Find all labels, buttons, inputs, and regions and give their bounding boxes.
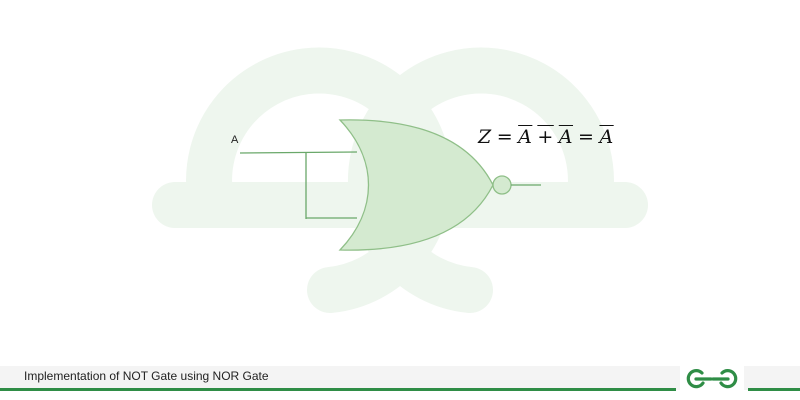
equation-negated-sum: A+A (518, 126, 573, 148)
caption-text: Implementation of NOT Gate using NOR Gat… (24, 369, 269, 383)
equation-term-a1: A (518, 126, 533, 148)
input-wire-a (239, 151, 358, 154)
caption-bar (0, 366, 800, 390)
output-equation: Z=A+A=A (478, 126, 614, 148)
gfg-logo-icon (686, 369, 738, 389)
logo-container (680, 362, 744, 394)
equation-lhs: Z (478, 126, 492, 148)
nor-inversion-bubble (492, 175, 512, 195)
equation-plus: + (537, 126, 554, 148)
equation-result: A (599, 126, 614, 148)
nor-gate-body (338, 119, 494, 251)
caption-rule-right (748, 388, 800, 391)
equation-term-a2: A (558, 126, 574, 148)
equation-equals: = (496, 126, 514, 148)
equation-equals-2: = (578, 126, 595, 148)
caption-rule-left (0, 388, 676, 391)
input-label-a: A (231, 134, 239, 146)
